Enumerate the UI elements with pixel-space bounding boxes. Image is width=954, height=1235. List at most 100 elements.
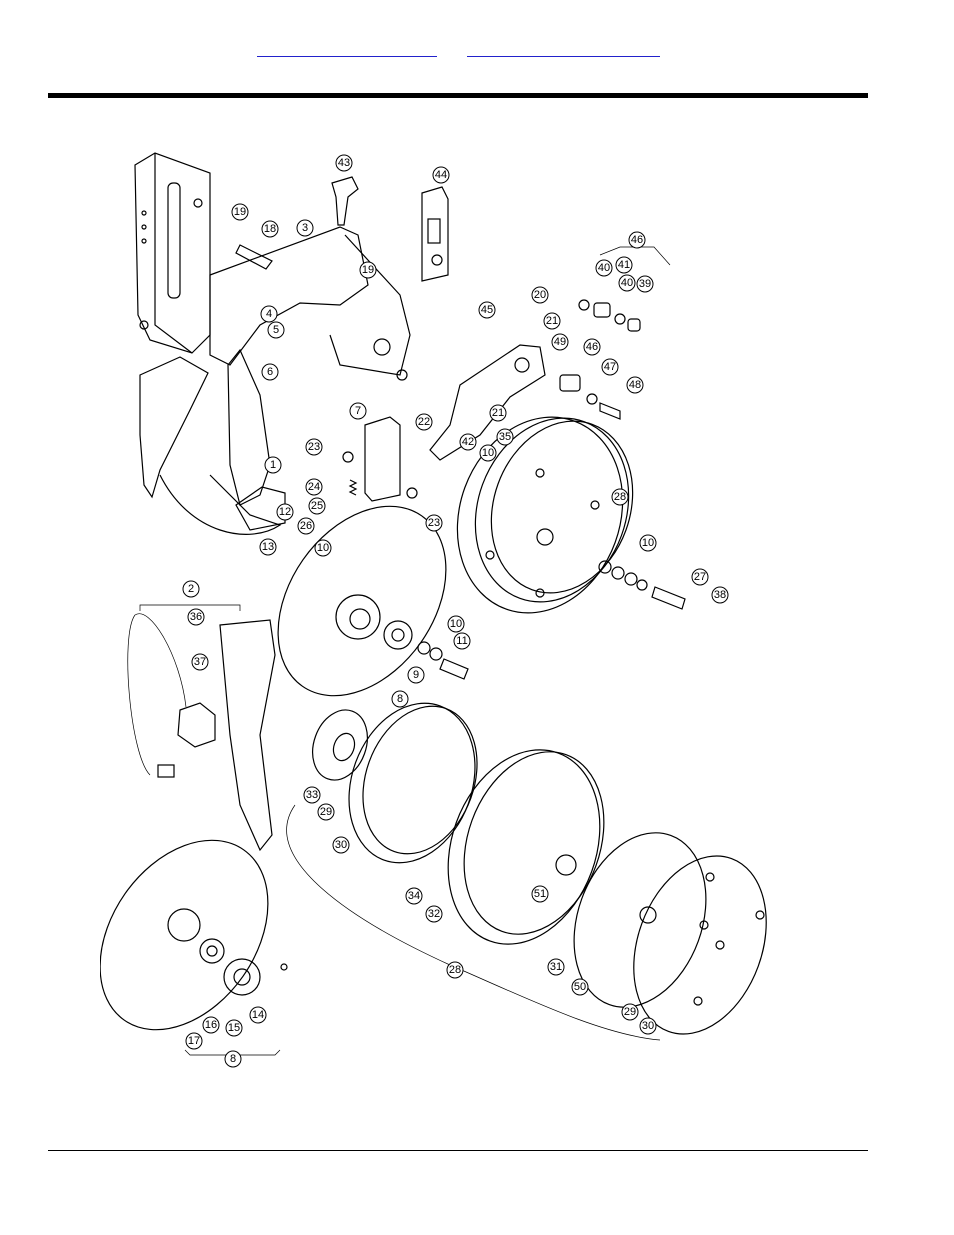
callout-c12: 12: [276, 503, 294, 521]
callout-c24: 24: [305, 478, 323, 496]
callout-label: 46: [586, 341, 598, 353]
callout-c2: 2: [182, 580, 200, 598]
washer-10-d: [417, 641, 431, 655]
callout-label: 15: [228, 1022, 240, 1034]
callout-circle: [478, 301, 496, 319]
callout-circle: [297, 517, 315, 535]
callout-c10c: 10: [314, 539, 332, 557]
callout-circle: [446, 961, 464, 979]
callout-c30a: 30: [332, 836, 350, 854]
callout-label: 10: [642, 537, 654, 549]
callout-label: 33: [306, 789, 318, 801]
header-link-right[interactable]: [467, 40, 660, 57]
callout-circle: [425, 905, 443, 923]
gauge-wheel-exploded: [348, 702, 767, 1035]
header-rule: [48, 93, 868, 98]
callout-circle: [276, 503, 294, 521]
callout-c44: 44: [432, 166, 450, 184]
callout-c37: 37: [191, 653, 209, 671]
callout-c15: 15: [225, 1019, 243, 1037]
callout-label: 23: [428, 517, 440, 529]
callout-circle: [332, 836, 350, 854]
callout-circle: [191, 653, 209, 671]
callout-c39: 39: [636, 275, 654, 293]
callout-c19a: 19: [231, 203, 249, 221]
callout-label: 34: [408, 890, 420, 902]
washer-40a: [578, 299, 590, 311]
callout-c22: 22: [415, 413, 433, 431]
callout-c42: 42: [459, 433, 477, 451]
bushing-23a: [342, 451, 354, 463]
callout-circle: [260, 305, 278, 323]
block-22: [364, 416, 401, 502]
callout-label: 39: [639, 278, 651, 290]
latch-44-slot: [427, 218, 441, 244]
callout-circle: [571, 978, 589, 996]
callout-circle: [595, 259, 613, 277]
callout-circle: [314, 539, 332, 557]
callout-c18: 18: [261, 220, 279, 238]
callout-label: 9: [413, 669, 419, 681]
upper-disc-edge: [159, 474, 282, 535]
callout-circle: [615, 256, 633, 274]
callout-label: 49: [554, 336, 566, 348]
callout-circle: [187, 608, 205, 626]
callout-label: 45: [481, 304, 493, 316]
callout-label: 46: [631, 234, 643, 246]
callout-circle: [305, 478, 323, 496]
bolt-48: [599, 402, 621, 420]
callout-c6: 6: [261, 363, 279, 381]
callout-circle: [359, 261, 377, 279]
gauge-arm-49: [429, 344, 546, 461]
bolt-38: [651, 586, 686, 610]
callout-circle: [711, 586, 729, 604]
callout-c26: 26: [297, 517, 315, 535]
bolt-11: [439, 658, 469, 680]
callout-label: 17: [188, 1035, 200, 1047]
callout-circle: [185, 1032, 203, 1050]
washer-27: [636, 579, 648, 591]
callout-label: 8: [230, 1053, 236, 1065]
callout-circle: [231, 203, 249, 221]
callout-c5: 5: [267, 321, 285, 339]
spring-24: [348, 479, 358, 496]
gauge-arm-hole: [514, 357, 530, 373]
callout-c32: 32: [425, 905, 443, 923]
bushing-41: [593, 302, 611, 318]
callout-c23b: 23: [425, 514, 443, 532]
callout-label: 26: [300, 520, 312, 532]
callout-label: 16: [205, 1019, 217, 1031]
callout-c40b: 40: [618, 274, 636, 292]
callout-label: 38: [714, 589, 726, 601]
callout-circle: [264, 456, 282, 474]
callout-label: 24: [308, 481, 320, 493]
callout-circle: [182, 580, 200, 598]
callout-label: 3: [302, 222, 308, 234]
callout-c50: 50: [571, 978, 589, 996]
top-links: [0, 40, 954, 60]
callout-c21a: 21: [543, 312, 561, 330]
header-link-left[interactable]: [257, 40, 437, 57]
main-arm: [209, 226, 411, 381]
callout-label: 28: [614, 491, 626, 503]
callout-c30b: 30: [639, 1017, 657, 1035]
brace-2: [139, 604, 241, 611]
callout-c27: 27: [691, 568, 709, 586]
gauge-wheel-upper: [456, 416, 634, 614]
callout-label: 30: [642, 1020, 654, 1032]
callout-circle: [308, 497, 326, 515]
callout-label: 5: [273, 324, 279, 336]
callout-label: 6: [267, 366, 273, 378]
callout-label: 50: [574, 981, 586, 993]
callout-circle: [531, 286, 549, 304]
callout-c31: 31: [547, 958, 565, 976]
callout-label: 2: [188, 583, 194, 595]
hub-cap-33-center: [332, 732, 356, 762]
callout-circle: [407, 666, 425, 684]
callout-c17: 17: [185, 1032, 203, 1050]
callout-c40a: 40: [595, 259, 613, 277]
callout-c28b: 28: [446, 961, 464, 979]
callout-circle: [296, 219, 314, 237]
callout-circle: [425, 514, 443, 532]
